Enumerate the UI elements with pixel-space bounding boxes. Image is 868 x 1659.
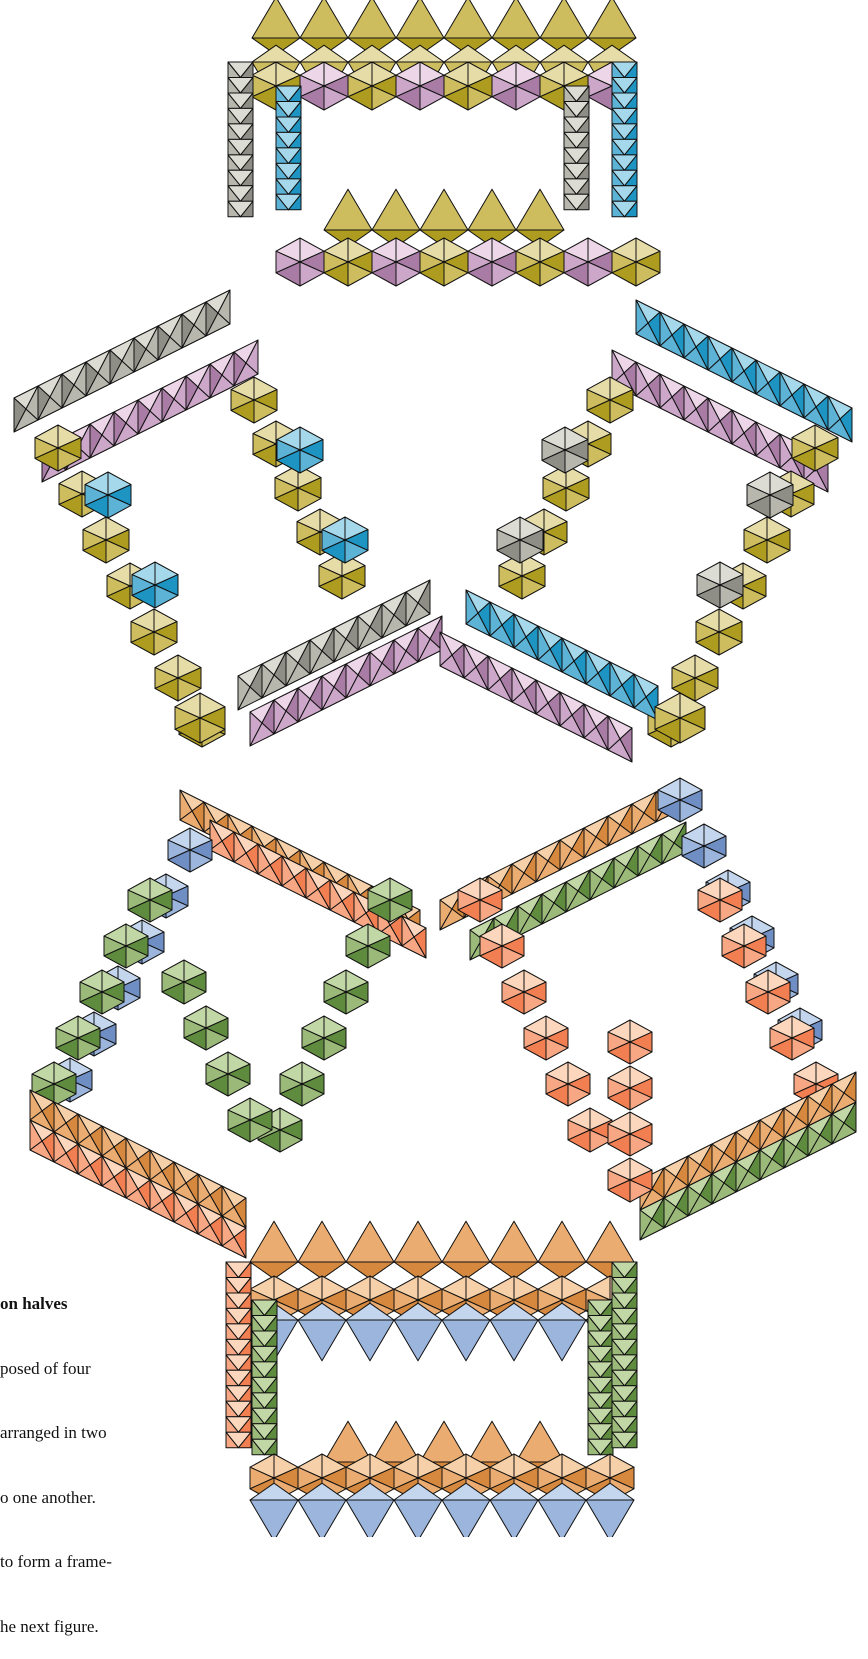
top-rail-upper-tri xyxy=(492,0,540,38)
bottom-top-rail-under-tri xyxy=(490,1320,538,1361)
bottom-base-rail-tri xyxy=(298,1500,346,1537)
top-rail-lower-cap xyxy=(492,45,540,62)
bottom-base-rail-tri xyxy=(442,1500,490,1537)
top-rail-upper-tri xyxy=(252,0,300,38)
top-rail-lower-cap xyxy=(444,45,492,62)
bottom-top-rail-tri xyxy=(346,1221,394,1262)
bottom-inner-rail-tri xyxy=(372,1421,420,1462)
top-rail-upper-tri xyxy=(396,0,444,38)
bottom-top-rail-tri xyxy=(442,1221,490,1262)
bottom-base-rail-tri xyxy=(346,1500,394,1537)
caption-line-2: arranged in two xyxy=(0,1422,200,1444)
bottom-top-rail-under-tri xyxy=(442,1320,490,1361)
top-rail-lower-cap xyxy=(588,45,636,62)
bottom-top-rail-under-tri xyxy=(298,1320,346,1361)
bottom-inner-rail-tri xyxy=(516,1421,564,1462)
top-rail-upper-tri xyxy=(348,0,396,38)
bottom-top-rail-under-tri xyxy=(538,1320,586,1361)
caption-line-1: posed of four xyxy=(0,1358,200,1380)
top-rail-upper-tri xyxy=(540,0,588,38)
top-rail-lower-cap xyxy=(540,45,588,62)
figure-caption: on halves posed of four arranged in two … xyxy=(0,1250,200,1659)
top-rail-upper-tri xyxy=(588,0,636,38)
inner-rail-tri xyxy=(324,189,372,230)
inner-rail-tri xyxy=(372,189,420,230)
bottom-top-rail-tri xyxy=(586,1221,634,1262)
bottom-base-rail-tri xyxy=(250,1500,298,1537)
top-rail-lower-cap xyxy=(396,45,444,62)
bottom-base-rail-tri xyxy=(490,1500,538,1537)
bottom-base-rail-tri xyxy=(586,1500,634,1537)
top-rail-lower-cap xyxy=(252,45,300,62)
bottom-inner-rail-tri xyxy=(324,1421,372,1462)
bottom-base-rail-tri xyxy=(538,1500,586,1537)
bottom-top-rail-tri xyxy=(538,1221,586,1262)
bottom-top-rail-under-tri xyxy=(394,1320,442,1361)
top-rail-upper-tri xyxy=(300,0,348,38)
bottom-top-rail-tri xyxy=(394,1221,442,1262)
bottom-base-rail-tri xyxy=(394,1500,442,1537)
caption-line-4: to form a frame- xyxy=(0,1551,200,1573)
bottom-inner-rail-tri xyxy=(420,1421,468,1462)
upper-frame-figure xyxy=(14,0,852,762)
bottom-top-rail-under-tri xyxy=(346,1320,394,1361)
bottom-top-rail-tri xyxy=(298,1221,346,1262)
top-rail-upper-tri xyxy=(444,0,492,38)
bottom-top-rail-tri xyxy=(250,1221,298,1262)
top-rail-lower-cap xyxy=(348,45,396,62)
caption-title: on halves xyxy=(0,1293,200,1315)
inner-rail-tri xyxy=(420,189,468,230)
inner-rail-tri xyxy=(516,189,564,230)
bottom-inner-rail-tri xyxy=(468,1421,516,1462)
caption-line-5: he next figure. xyxy=(0,1616,200,1638)
bottom-top-rail-tri xyxy=(490,1221,538,1262)
caption-line-3: o one another. xyxy=(0,1487,200,1509)
inner-rail-tri xyxy=(468,189,516,230)
top-rail-lower-cap xyxy=(300,45,348,62)
